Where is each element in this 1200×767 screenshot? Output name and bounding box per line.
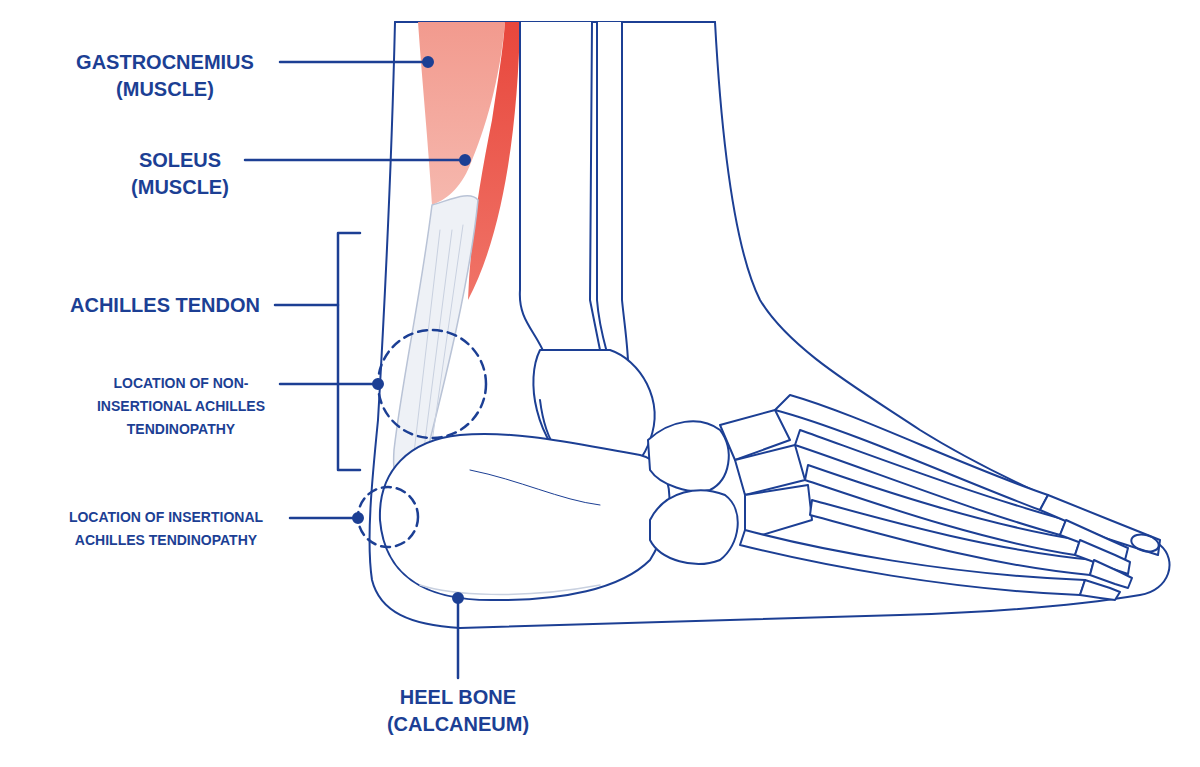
bone-label: HEEL BONE (CALCANEUM) <box>378 684 538 738</box>
tendon-label: ACHILLES TENDON <box>60 292 270 319</box>
location-note: LOCATION OF INSERTIONAL ACHILLES TENDINO… <box>50 506 282 552</box>
location-note: LOCATION OF NON-INSERTIONAL ACHILLES TEN… <box>90 372 272 441</box>
muscle-label: GASTROCNEMIUS (MUSCLE) <box>60 49 270 103</box>
muscle-label: SOLEUS (MUSCLE) <box>120 147 240 201</box>
